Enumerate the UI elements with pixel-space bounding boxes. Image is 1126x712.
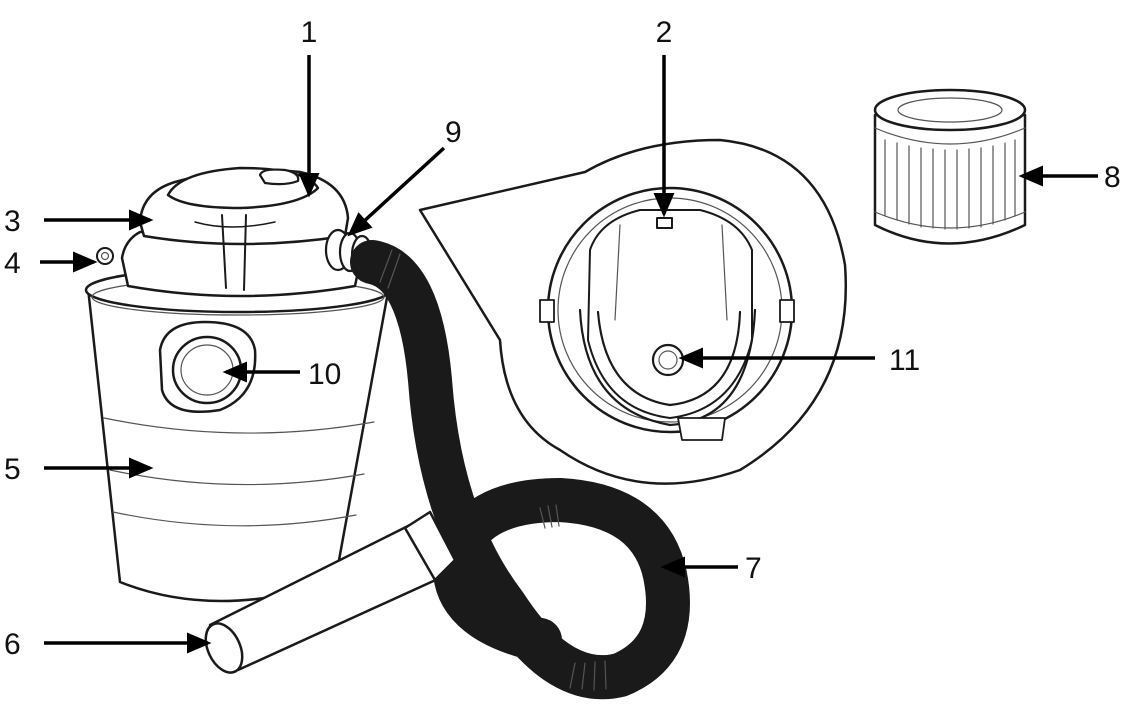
callout-7-label: 7 [745,552,762,585]
callout-1: 1 [298,16,320,198]
canister-body [84,266,392,603]
callout-5-label: 5 [4,453,21,486]
callout-6: 6 [4,628,212,661]
callout-3: 3 [4,205,154,238]
flexible-hose [350,240,690,700]
callout-11: 11 [678,344,920,377]
callout-4: 4 [4,247,98,280]
callout-11-label: 11 [889,344,920,377]
cartridge-filter [873,88,1027,245]
callout-6-label: 6 [4,628,21,661]
callout-2: 2 [653,16,675,218]
callout-9-label: 9 [445,116,462,149]
callout-8: 8 [1018,161,1121,194]
callout-5: 5 [4,453,154,486]
callout-8-label: 8 [1104,161,1121,194]
callout-2-label: 2 [656,16,673,49]
callout-1-label: 1 [301,16,318,49]
callout-10-label: 10 [308,358,341,391]
magnified-inset [418,138,847,485]
callout-3-label: 3 [4,205,21,238]
motor-head [96,166,362,298]
callout-7: 7 [660,552,762,585]
callout-10: 10 [222,358,341,391]
side-inlet [158,320,257,414]
nozzle-tube [204,510,457,674]
callout-9: 9 [347,116,462,237]
callout-4-label: 4 [4,247,21,280]
